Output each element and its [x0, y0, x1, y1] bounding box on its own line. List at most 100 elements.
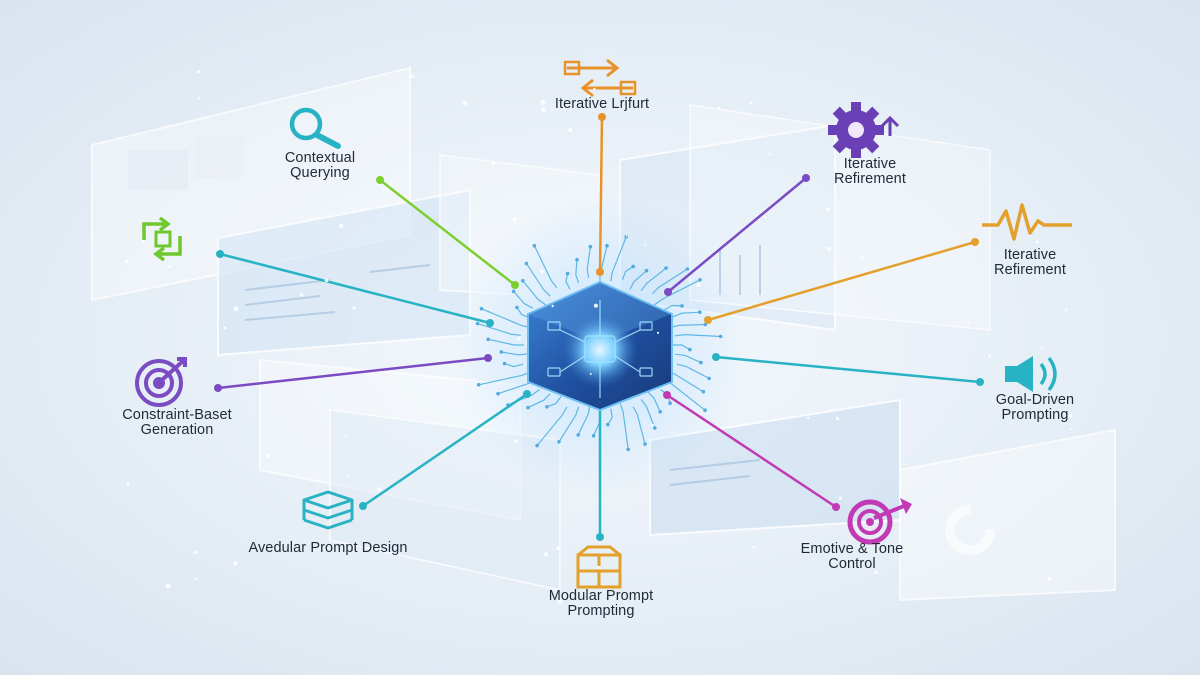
circuit-node	[486, 337, 491, 342]
sparkle	[299, 293, 304, 297]
connector-avedular	[362, 392, 528, 508]
circuit-trace	[488, 338, 524, 346]
circuit-trace	[575, 259, 580, 284]
circuit-trace	[504, 363, 524, 368]
circuit-trace	[477, 323, 521, 336]
connector-dot-goal-driven-inner	[712, 353, 720, 361]
circuit-node	[591, 434, 596, 438]
circuit-node	[479, 306, 484, 311]
sparkle	[198, 97, 201, 100]
circuit-node	[576, 433, 580, 437]
sparkle	[352, 306, 356, 310]
sparkle	[377, 487, 382, 492]
sparkle	[807, 416, 810, 420]
circuit-node	[526, 405, 530, 410]
connector-dot-iterative-refirement-1-inner	[664, 288, 672, 296]
circuit-node	[511, 289, 516, 294]
sparkle	[266, 454, 271, 458]
sparkle	[540, 99, 546, 105]
sparkle	[597, 565, 601, 570]
circuit-node	[476, 383, 481, 387]
sparkle	[410, 74, 414, 79]
circuit-trace	[522, 280, 546, 306]
circuit-trace	[629, 270, 647, 290]
connector-dot-recycle-inner	[486, 319, 494, 327]
connector-dot-iterative-refirement-2-outer	[971, 238, 979, 246]
sparkle	[126, 482, 130, 485]
circuit-node	[698, 278, 702, 282]
sparkle	[557, 599, 563, 604]
circuit-node	[644, 268, 649, 273]
sparkle	[768, 153, 771, 156]
circuit-trace	[513, 290, 533, 309]
connector-iterative-top	[598, 116, 604, 273]
sparkle	[587, 94, 591, 98]
circuit-trace	[527, 393, 551, 409]
circuit-node	[588, 244, 593, 249]
sparkle	[339, 223, 344, 228]
sparkle	[462, 101, 468, 106]
sparkle	[165, 583, 171, 589]
sparkle	[324, 278, 329, 283]
circuit-node	[701, 389, 706, 394]
connector-contextual-querying	[379, 179, 516, 286]
connector-dot-recycle-outer	[216, 250, 224, 258]
circuit-node	[680, 304, 684, 308]
sparkle	[745, 135, 748, 138]
circuit-node	[575, 257, 579, 262]
circuit-node	[626, 447, 630, 452]
sparkle	[825, 207, 830, 212]
sparkle	[874, 570, 878, 574]
circuit-trace	[501, 351, 529, 356]
connector-dot-modular-prompt-outer	[596, 533, 604, 541]
circuit-node	[502, 361, 507, 366]
sparkle	[512, 217, 517, 222]
sparkle	[1047, 576, 1052, 582]
sparkle	[696, 283, 701, 287]
circuit-node	[718, 334, 723, 339]
sparkle	[551, 304, 554, 308]
sparkle	[593, 87, 596, 91]
circuit-node	[521, 279, 525, 283]
circuit-node	[545, 405, 549, 409]
circuit-trace	[675, 353, 702, 364]
sparkle	[491, 161, 496, 165]
sparkle	[141, 239, 145, 243]
circuit-trace	[558, 406, 580, 443]
gear-icon	[828, 102, 900, 158]
sparkle	[541, 107, 546, 113]
circuit-node	[605, 243, 609, 248]
sparkle	[988, 354, 992, 358]
magnifier-icon	[289, 107, 341, 149]
sparkle	[1035, 240, 1039, 244]
circuit-trace	[607, 408, 613, 425]
sparkle	[1069, 428, 1072, 430]
sparkle	[763, 216, 767, 219]
label-avedular: Avedular Prompt Design	[248, 540, 408, 556]
circuit-node	[532, 243, 537, 248]
bullseye-arrow-icon	[847, 498, 912, 545]
sparkle	[556, 546, 560, 551]
layers-icon	[302, 490, 354, 530]
sparkle	[1068, 413, 1073, 418]
connector-dot-emotive-tone-outer	[832, 503, 840, 511]
circuit-trace	[654, 279, 701, 306]
sparkle	[827, 246, 832, 252]
sparkle	[839, 496, 843, 500]
circuit-node	[606, 422, 610, 427]
connector-dot-iterative-refirement-1-outer	[802, 174, 810, 182]
waveform-icon	[982, 203, 1072, 241]
circuit-trace	[586, 246, 591, 278]
sparkle	[749, 101, 753, 105]
sparkle	[752, 545, 756, 549]
connector-dot-contextual-querying-outer	[376, 176, 384, 184]
connector-emotive-tone	[666, 393, 837, 509]
connector-dot-constraint-baset-outer	[214, 384, 222, 392]
sparkle	[717, 107, 721, 110]
circuit-trace	[651, 268, 688, 295]
sparkle	[250, 151, 252, 153]
